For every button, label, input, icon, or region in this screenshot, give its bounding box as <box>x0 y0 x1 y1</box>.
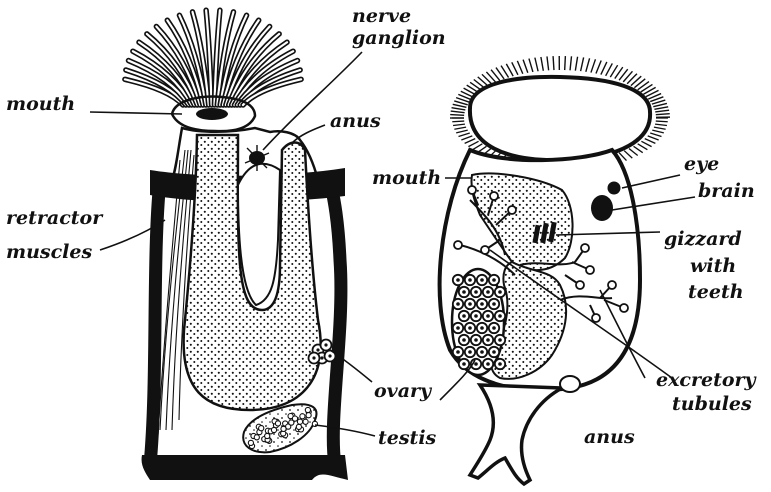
mouth-opening <box>196 108 228 120</box>
label-retractor-line1: retractor <box>6 207 104 229</box>
labels: mouth nerve ganglion anus retractor musc… <box>6 5 758 449</box>
label-anus-right: anus <box>584 426 635 448</box>
label-excretory-line2: tubules <box>672 393 752 415</box>
label-brain: brain <box>698 180 755 202</box>
label-eye: eye <box>684 153 719 175</box>
rotifer-brain <box>591 195 613 221</box>
label-nerve-ganglion-line1: nerve <box>352 5 411 27</box>
label-excretory-line1: excretory <box>656 369 758 391</box>
rotifer-figure <box>440 56 670 484</box>
gizzard-teeth <box>532 222 556 244</box>
label-anus-left: anus <box>330 110 381 132</box>
label-testis: testis <box>378 427 437 449</box>
zooecium-base <box>142 455 348 480</box>
corona-disc <box>470 77 650 160</box>
rotifer-foot <box>470 385 562 484</box>
rotifer-eye <box>608 182 621 195</box>
label-gizzard-line2: with <box>690 255 736 277</box>
gut-lumen <box>238 164 280 305</box>
label-ovary: ovary <box>374 380 433 402</box>
label-gizzard-line3: teeth <box>688 281 744 303</box>
label-mouth-right: mouth <box>372 167 441 189</box>
label-retractor-line2: muscles <box>6 241 92 263</box>
label-nerve-ganglion-line2: ganglion <box>352 27 446 49</box>
tentacle-crown <box>125 10 301 105</box>
label-gizzard-line1: gizzard <box>664 228 742 250</box>
nerve-ganglion <box>245 145 269 171</box>
bladder <box>560 376 580 392</box>
bryozoan-figure <box>125 10 348 480</box>
label-mouth-left: mouth <box>6 93 75 115</box>
